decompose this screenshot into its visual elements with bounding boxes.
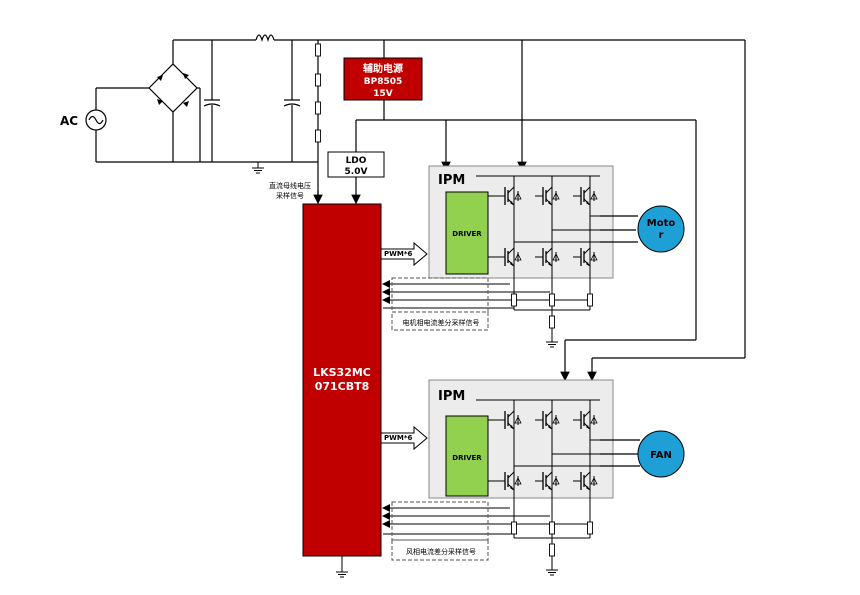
bus-sense-line1: 直流母线电压: [269, 181, 311, 190]
ipm1-sense-label: 电机相电流差分采样信号: [403, 318, 480, 327]
aux-line1: 辅助电源: [363, 62, 403, 75]
ipm1-block: IPM DRIVER: [428, 165, 614, 279]
mcu-line1: LKS32MC: [313, 366, 371, 379]
aux-wiring: [313, 40, 746, 382]
fan-symbol: FAN: [637, 430, 685, 478]
aux-line3: 15V: [373, 89, 393, 99]
bus-sense-line2: 采样信号: [276, 191, 304, 200]
aux-line2: BP8505: [364, 77, 403, 87]
bridge-rectifier: [148, 63, 198, 113]
ipm2-block: IPM DRIVER: [428, 379, 614, 499]
aux-power-block: 辅助电源 BP8505 15V: [343, 40, 423, 101]
ipm1-driver: DRIVER: [452, 230, 482, 238]
ldo-line1: LDO: [346, 156, 367, 166]
ldo-block: LDO 5.0V: [327, 151, 385, 178]
pwm1-label: PWM*6: [384, 250, 412, 258]
ipm2-driver: DRIVER: [452, 454, 482, 462]
fan-label: FAN: [650, 450, 672, 461]
ipm2-title: IPM: [438, 389, 465, 404]
pwm-arrow-1: PWM*6: [380, 241, 428, 267]
mcu-ground-icon: [335, 565, 349, 578]
bridge-diodes: [157, 73, 189, 107]
motor-symbol: Moto r: [637, 205, 685, 253]
mcu-block: LKS32MC 071CBT8: [302, 203, 382, 557]
ac-label: AC: [60, 114, 78, 128]
pwm-arrow-2: PWM*6: [380, 425, 428, 451]
ipm2-sense-label: 风相电流差分采样信号: [406, 547, 476, 556]
mcu-line2: 071CBT8: [315, 380, 370, 393]
motor-label-line1: Moto: [647, 218, 676, 229]
ipm1-title: IPM: [438, 173, 465, 188]
motor-label-line2: r: [659, 230, 664, 241]
input-stage: [85, 34, 745, 200]
pwm2-label: PWM*6: [384, 434, 412, 442]
inductor: [255, 34, 275, 43]
ldo-line2: 5.0V: [345, 167, 368, 177]
